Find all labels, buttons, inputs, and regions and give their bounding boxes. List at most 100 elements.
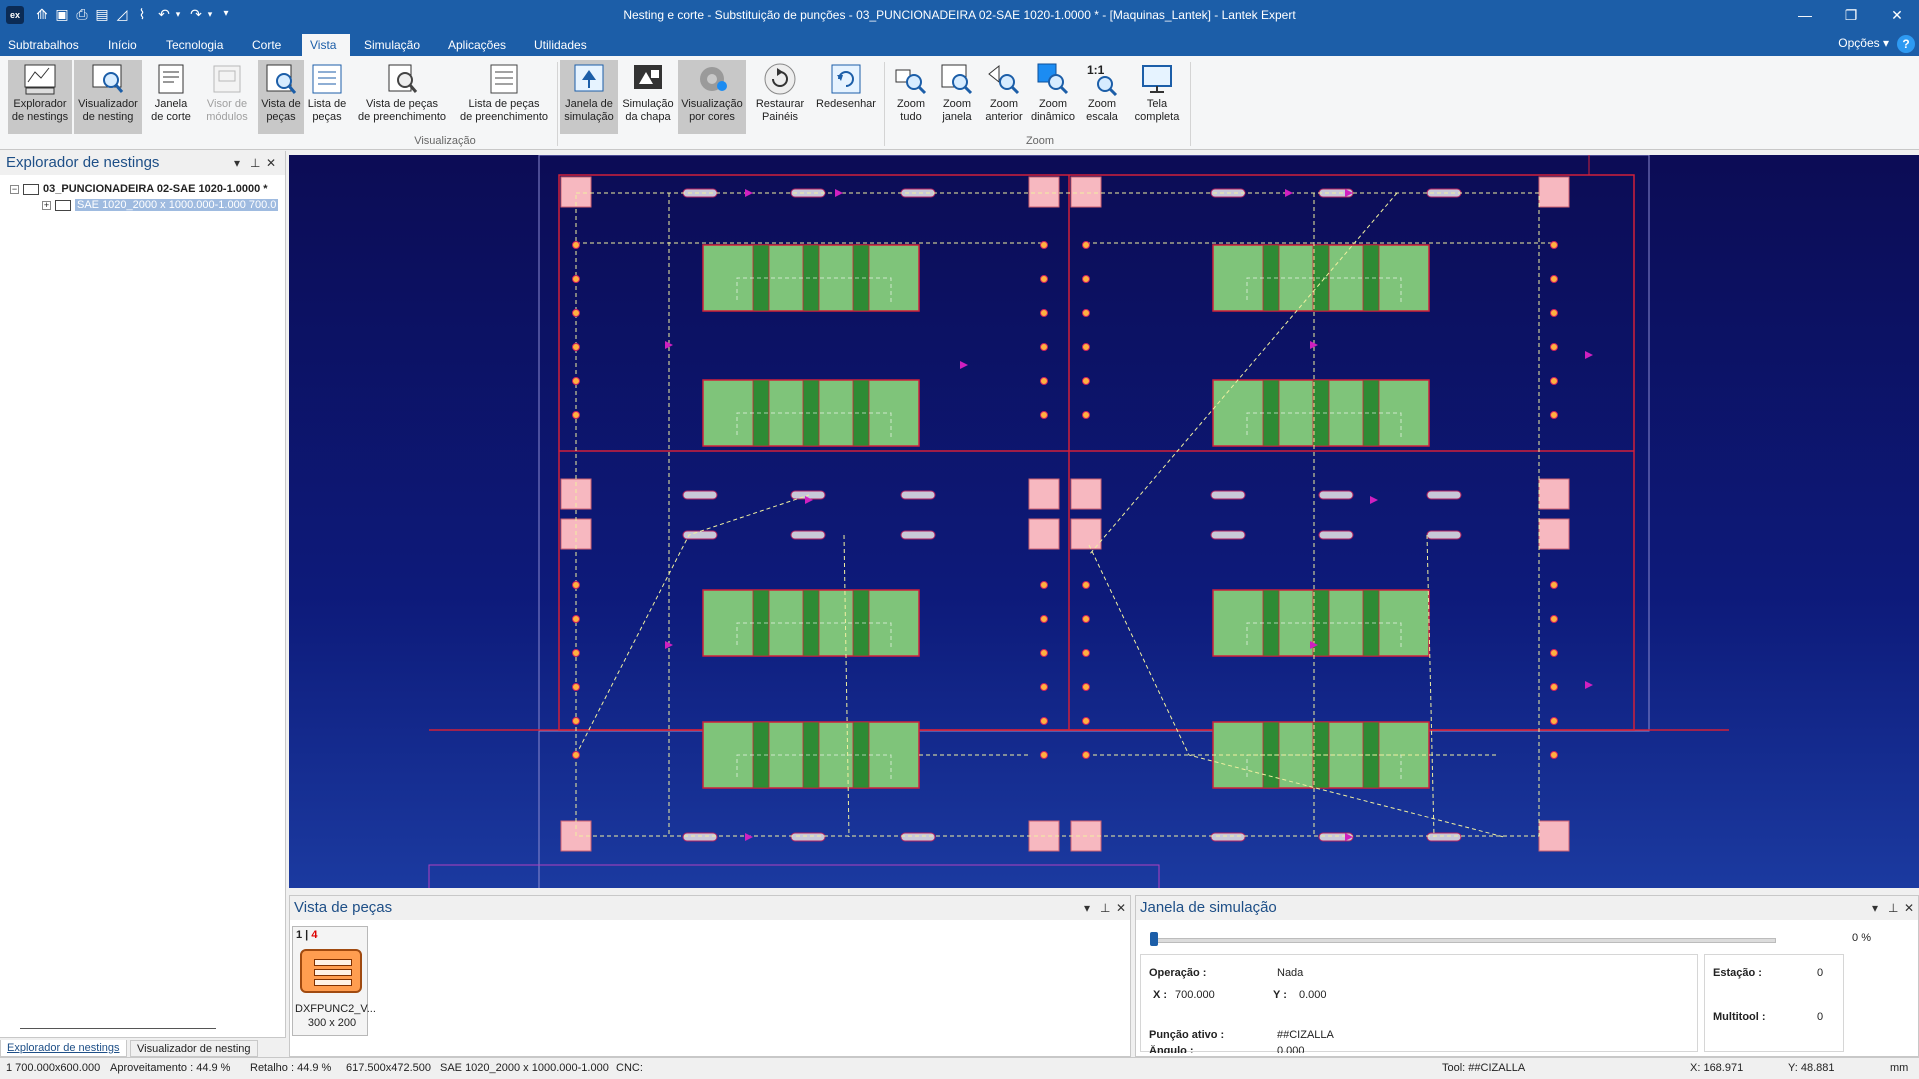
panel-close-icon[interactable]: ✕ xyxy=(1116,901,1127,915)
tab-simulacao[interactable]: Simulação xyxy=(364,38,421,52)
simulation-progress-text: 0 % xyxy=(1852,932,1871,944)
pin-icon[interactable]: ⊥ xyxy=(250,156,261,170)
nesting-tree: − 03_PUNCIONADEIRA 02-SAE 1020-1.0000 * +… xyxy=(0,175,285,213)
tab-tecnologia[interactable]: Tecnologia xyxy=(166,38,224,52)
punch-hit xyxy=(1082,241,1090,249)
tab-nesting-explorer[interactable]: Explorador de nestings xyxy=(0,1040,127,1057)
redraw-button[interactable]: Redesenhar xyxy=(812,60,880,134)
zoom-window-button[interactable]: Zoom janela xyxy=(936,60,978,134)
save-icon[interactable]: ▣ xyxy=(55,6,69,22)
pin-icon[interactable]: ⊥ xyxy=(1888,901,1899,915)
redo-dropdown-icon[interactable]: ▾ xyxy=(207,9,213,19)
scrollbar-line[interactable] xyxy=(20,1028,216,1029)
simulation-progress-track[interactable] xyxy=(1150,938,1776,943)
zoom-dynamic-button[interactable]: Zoom dinâmico xyxy=(1028,60,1078,134)
explorer-nestings-label: Explorador de nestings xyxy=(11,98,69,123)
tab-vista[interactable]: Vista xyxy=(302,34,350,56)
panel-close-icon[interactable]: ✕ xyxy=(1904,901,1915,915)
punch-hit xyxy=(1082,343,1090,351)
restore-panels-icon xyxy=(764,63,796,95)
panel-dropdown-icon[interactable]: ▾ xyxy=(1084,901,1091,915)
simulation-window-button[interactable]: Janela de simulação xyxy=(560,60,618,134)
tree-node-root[interactable]: − 03_PUNCIONADEIRA 02-SAE 1020-1.0000 * xyxy=(10,181,285,197)
punch-hit xyxy=(1550,343,1558,351)
module-viewer-icon xyxy=(213,65,241,93)
tab-inicio[interactable]: Início xyxy=(108,38,137,52)
ribbon: Explorador de nestings Visualizador de n… xyxy=(0,56,1919,150)
restore-panels-button[interactable]: Restaurar Painéis xyxy=(750,60,810,134)
help-icon[interactable]: ? xyxy=(1897,35,1915,53)
punch-hit xyxy=(572,717,580,725)
tree-node-sheet[interactable]: +SAE 1020_2000 x 1000.000-1.000 700.0 xyxy=(10,197,285,213)
zoom-dynamic-label: Zoom dinâmico xyxy=(1030,98,1076,123)
simulation-window-icon xyxy=(574,64,604,92)
zoom-previous-button[interactable]: Zoom anterior xyxy=(980,60,1028,134)
sheet-drawing[interactable] xyxy=(289,155,1919,888)
parts-view-button[interactable]: Vista de peças xyxy=(258,60,304,134)
panel-dropdown-icon[interactable]: ▾ xyxy=(234,156,241,170)
zoom-all-button[interactable]: Zoom tudo xyxy=(888,60,934,134)
color-view-button[interactable]: Visualização por cores xyxy=(678,60,746,134)
redo-icon[interactable]: ↷ xyxy=(190,6,202,22)
options-menu[interactable]: Opções ▾ xyxy=(1838,36,1889,50)
cut-window-label: Janela de corte xyxy=(151,98,191,123)
status-x: X: 168.971 xyxy=(1690,1062,1744,1074)
chart-icon[interactable]: ⌇ xyxy=(138,6,146,22)
status-unit: mm xyxy=(1890,1062,1909,1074)
fill-parts-view-button[interactable]: Vista de peças de preenchimento xyxy=(352,60,452,134)
fill-parts-list-button[interactable]: Lista de peças de preenchimento xyxy=(454,60,554,134)
punch-square xyxy=(1070,478,1102,510)
restore-icon[interactable]: ❐ xyxy=(1844,7,1858,23)
print-icon[interactable]: ⎙ xyxy=(76,6,88,22)
punch-hit xyxy=(1082,275,1090,283)
part-count-total: 4 xyxy=(311,929,318,941)
explorer-nestings-button[interactable]: Explorador de nestings xyxy=(8,60,72,134)
zoom-scale-button[interactable]: 1:1 Zoom escala xyxy=(1080,60,1124,134)
part-card[interactable]: 1 | 4 DXFPUNC2_V... 300 x 200 xyxy=(292,926,376,1036)
panel-dropdown-icon[interactable]: ▾ xyxy=(1872,901,1879,915)
undo-dropdown-icon[interactable]: ▾ xyxy=(175,9,181,19)
parts-list-button[interactable]: Lista de peças xyxy=(306,60,348,134)
punch-hit xyxy=(1082,411,1090,419)
undo-icon[interactable]: ↶ xyxy=(158,6,170,22)
app-logo-icon: ex xyxy=(6,6,24,24)
operation-label: Operação : xyxy=(1149,967,1207,979)
slot-punch xyxy=(682,832,718,842)
module-viewer-button[interactable]: Visor de módulos xyxy=(200,60,254,134)
panel-close-icon[interactable]: ✕ xyxy=(266,156,277,170)
customize-toolbar-icon[interactable]: ▾ xyxy=(223,8,229,19)
sheet-simulation-button[interactable]: Simulação da chapa xyxy=(620,60,676,134)
punch-hit xyxy=(1040,717,1048,725)
tab-aplicacoes[interactable]: Aplicações xyxy=(448,38,507,52)
direction-arrow xyxy=(1370,496,1378,504)
tree-node-root-label: 03_PUNCIONADEIRA 02-SAE 1020-1.0000 * xyxy=(43,183,268,195)
direction-arrow xyxy=(1585,681,1593,689)
nesting-viewer-button[interactable]: Visualizador de nesting xyxy=(74,60,142,134)
document-icon[interactable]: ▤ xyxy=(95,6,109,22)
punch-hit xyxy=(572,411,580,419)
tool-path xyxy=(736,277,892,305)
punch-hit xyxy=(572,343,580,351)
direction-arrow xyxy=(835,189,843,197)
close-icon[interactable]: ✕ xyxy=(1891,7,1903,23)
draw-icon[interactable]: ◿ xyxy=(116,6,128,22)
pin-icon[interactable]: ⊥ xyxy=(1100,901,1111,915)
tab-utilidades[interactable]: Utilidades xyxy=(534,38,587,52)
left-panel-tabs: Explorador de nestings Visualizador de n… xyxy=(0,1037,286,1057)
minimize-icon[interactable]: — xyxy=(1798,7,1812,23)
x-value: 700.000 xyxy=(1175,989,1215,1001)
collapse-icon[interactable]: − xyxy=(10,183,19,194)
cut-window-button[interactable]: Janela de corte xyxy=(146,60,196,134)
expand-icon[interactable]: + xyxy=(42,199,51,210)
full-screen-button[interactable]: Tela completa xyxy=(1130,60,1184,134)
zoom-window-icon xyxy=(941,64,973,95)
slot-punch xyxy=(900,832,936,842)
tab-subtrabalhos[interactable]: Subtrabalhos xyxy=(8,38,79,52)
tab-nesting-viewer[interactable]: Visualizador de nesting xyxy=(130,1040,258,1057)
open-icon[interactable]: ⟰ xyxy=(36,6,48,22)
tab-corte[interactable]: Corte xyxy=(252,38,282,52)
slot-punch xyxy=(682,490,718,500)
nesting-canvas[interactable] xyxy=(289,155,1919,888)
simulation-progress-knob[interactable] xyxy=(1150,932,1158,946)
tool-path xyxy=(736,412,892,440)
